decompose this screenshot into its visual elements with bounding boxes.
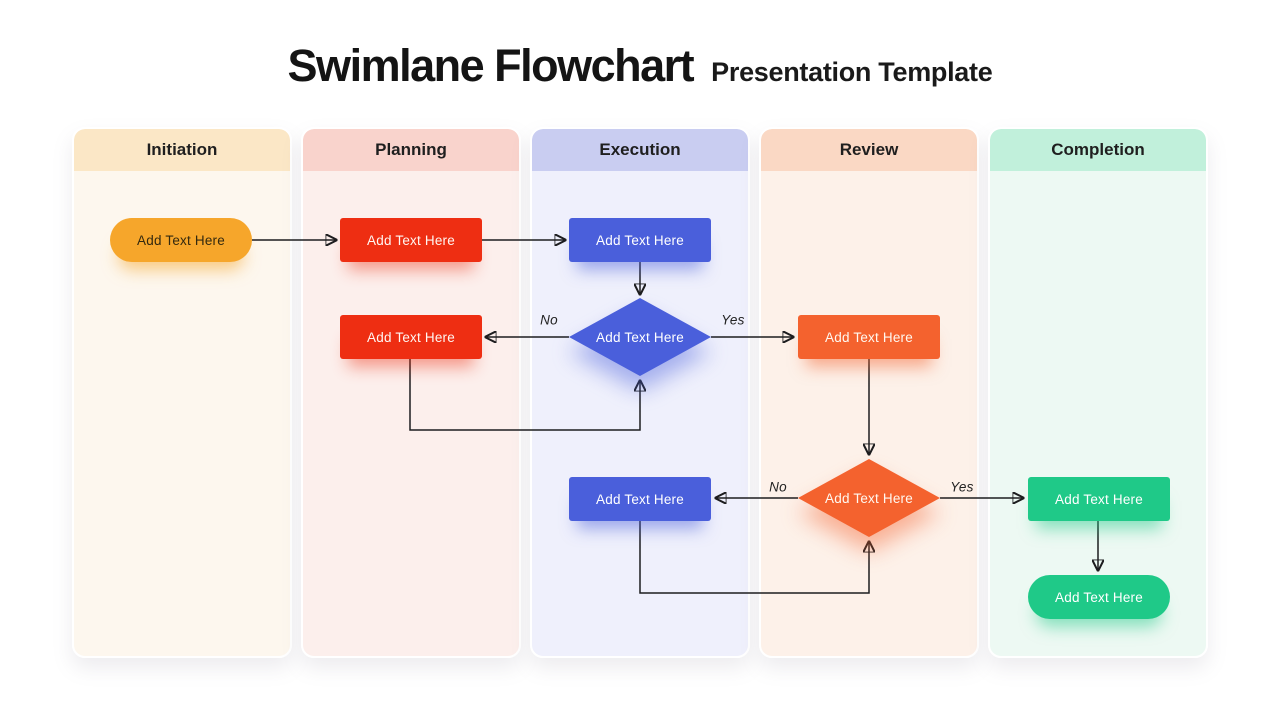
shape-review-decision[interactable]: Add Text Here xyxy=(798,459,940,537)
shape-execution-task-2[interactable]: Add Text Here xyxy=(569,477,711,521)
page-title: Swimlane Flowchart Presentation Template xyxy=(0,40,1280,92)
lane-completion: Completion xyxy=(988,127,1208,658)
shape-label: Add Text Here xyxy=(596,491,684,507)
lane-header-execution: Execution xyxy=(532,129,748,171)
shape-execution-task-1[interactable]: Add Text Here xyxy=(569,218,711,262)
decision-diamond[interactable]: Add Text Here xyxy=(569,298,711,376)
shape-label: Add Text Here xyxy=(137,232,225,248)
connector-planning-loop-to-decision xyxy=(409,359,640,431)
shape-initiation-start[interactable]: Add Text Here xyxy=(110,218,252,262)
shape-label: Add Text Here xyxy=(596,329,684,345)
connector-execution-loop-to-review-decision xyxy=(639,521,869,594)
shape-completion-task[interactable]: Add Text Here xyxy=(1028,477,1170,521)
decision-diamond[interactable]: Add Text Here xyxy=(798,459,940,537)
lane-header-completion: Completion xyxy=(990,129,1206,171)
lane-header-review: Review xyxy=(761,129,977,171)
title-subtitle: Presentation Template xyxy=(711,57,993,87)
shape-label: Add Text Here xyxy=(1055,491,1143,507)
branch-label-no-execution: No xyxy=(540,312,558,328)
shape-label: Add Text Here xyxy=(825,490,913,506)
title-main: Swimlane Flowchart xyxy=(287,40,695,91)
shape-label: Add Text Here xyxy=(825,329,913,345)
shape-completion-end[interactable]: Add Text Here xyxy=(1028,575,1170,619)
branch-label-yes-execution: Yes xyxy=(721,312,745,328)
shape-label: Add Text Here xyxy=(1055,589,1143,605)
lane-planning: Planning xyxy=(301,127,521,658)
shape-execution-decision[interactable]: Add Text Here xyxy=(569,298,711,376)
shape-label: Add Text Here xyxy=(596,232,684,248)
branch-label-no-review: No xyxy=(769,479,787,495)
shape-planning-task-2[interactable]: Add Text Here xyxy=(340,315,482,359)
shape-review-task[interactable]: Add Text Here xyxy=(798,315,940,359)
shape-planning-task-1[interactable]: Add Text Here xyxy=(340,218,482,262)
lane-header-initiation: Initiation xyxy=(74,129,290,171)
branch-label-yes-review: Yes xyxy=(950,479,974,495)
shape-label: Add Text Here xyxy=(367,232,455,248)
lane-header-planning: Planning xyxy=(303,129,519,171)
shape-label: Add Text Here xyxy=(367,329,455,345)
